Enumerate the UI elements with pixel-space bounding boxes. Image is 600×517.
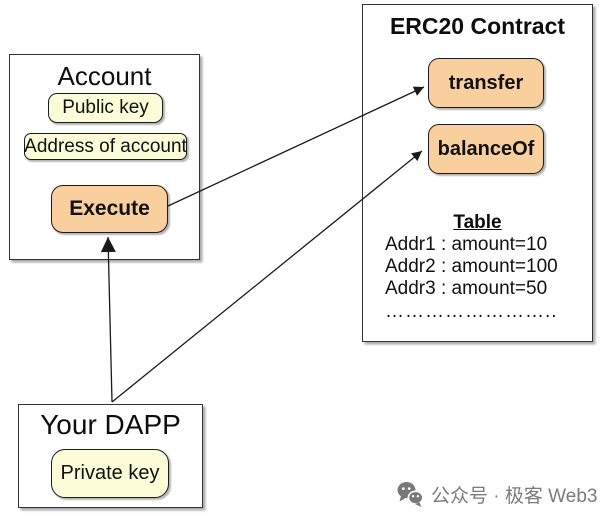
account-box: Account Public key Address of account Ex… <box>9 54 200 260</box>
table-ellipsis-row: …………………….. <box>385 301 558 322</box>
transfer-label: transfer <box>448 71 524 94</box>
watermark-text: 公众号 · 极客 Web3 <box>431 485 598 507</box>
private-key-label: Private key <box>60 462 160 484</box>
erc20-contract-title: ERC20 Contract <box>389 13 566 39</box>
balanceof-node: balanceOf <box>428 124 544 174</box>
private-key-node: Private key <box>51 449 169 498</box>
table-row: Addr3 : amount=50 <box>385 278 548 299</box>
execute-node: Execute <box>51 185 168 233</box>
your-dapp-title: Your DAPP <box>40 409 181 440</box>
wechat-icon <box>397 482 424 507</box>
address-of-account-node: Address of account <box>24 133 187 160</box>
transfer-node: transfer <box>428 58 544 108</box>
public-key-label: Public key <box>62 97 149 118</box>
table-row: Addr2 : amount=100 <box>385 256 558 277</box>
table-title: Table <box>453 212 502 233</box>
account-title: Account <box>57 61 152 91</box>
address-of-account-label: Address of account <box>24 135 187 157</box>
your-dapp-box: Your DAPP Private key <box>18 404 203 508</box>
erc20-contract-box: ERC20 Contract transfer balanceOf Table … <box>362 4 593 342</box>
table-row: Addr1 : amount=10 <box>385 234 548 255</box>
arrow-dapp-to-execute <box>100 236 116 403</box>
public-key-node: Public key <box>48 93 163 123</box>
balanceof-label: balanceOf <box>437 137 535 160</box>
execute-label: Execute <box>69 197 150 220</box>
watermark: 公众号 · 极客 Web3 <box>396 480 597 508</box>
